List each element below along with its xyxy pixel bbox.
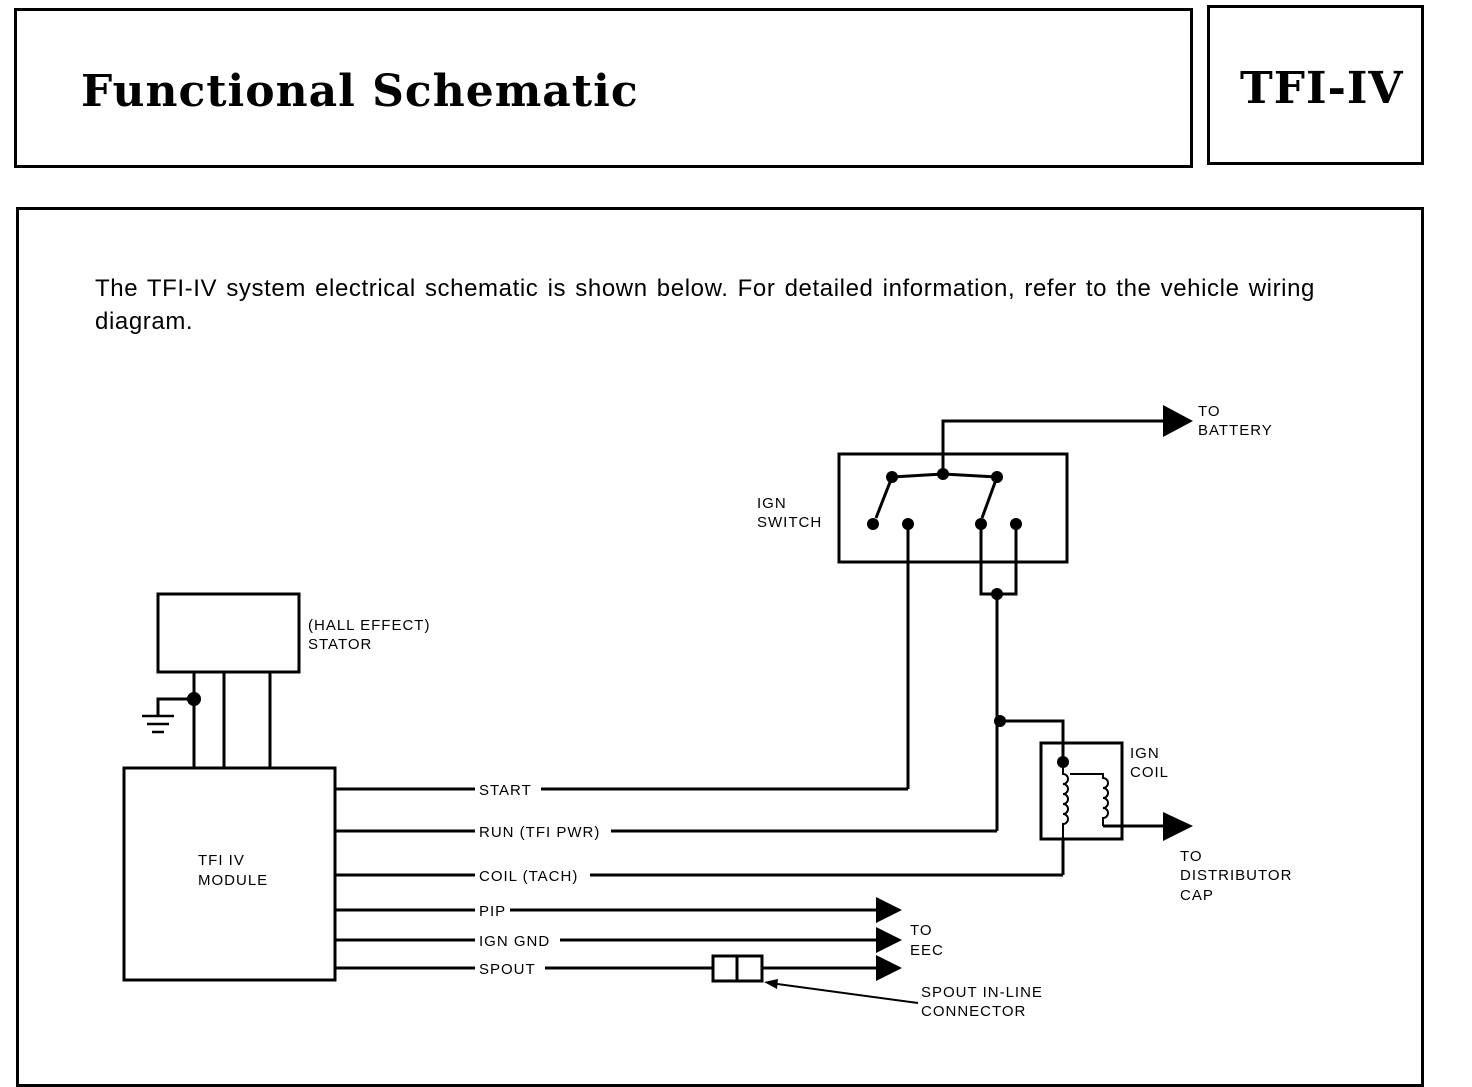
module-label-line2: MODULE: [198, 872, 268, 889]
junction-dots: [187, 468, 1069, 768]
connector-label-line2: CONNECTOR: [921, 1003, 1026, 1020]
junction-dot: [994, 715, 1006, 727]
ign-switch-label-line1: IGN: [757, 495, 787, 512]
coil-label-line2: COIL: [1130, 764, 1169, 781]
switch-contact-right: [942, 472, 998, 479]
junction-dot: [975, 518, 987, 530]
page-title: Functional Schematic: [81, 66, 639, 117]
ground-icon: [142, 714, 174, 734]
switch-contact-left: [891, 472, 944, 479]
pip-arrow-icon: [876, 897, 902, 923]
run-wire-label: RUN (TFI PWR): [479, 824, 600, 841]
page-code: TFI-IV: [1240, 63, 1404, 114]
ign-switch-label-line2: SWITCH: [757, 514, 822, 531]
module-label-line1: TFI IV: [198, 852, 245, 869]
battery-label-line1: TO: [1198, 403, 1221, 420]
junction-dot: [902, 518, 914, 530]
eec-label-line2: EEC: [910, 942, 944, 959]
eec-label-line1: TO: [910, 922, 933, 939]
connector-leader: [769, 982, 919, 1004]
junction-dot: [991, 471, 1003, 483]
distributor-arrow-icon: [1163, 812, 1193, 841]
ign-coil-box: [1039, 741, 1124, 841]
connector-label-line1: SPOUT IN-LINE: [921, 984, 1043, 1001]
coil-label-line1: IGN: [1130, 745, 1160, 762]
ign-switch-box: [837, 452, 1069, 564]
title-box: Functional Schematic: [14, 8, 1193, 168]
content-box: The TFI-IV system electrical schematic i…: [16, 207, 1424, 1087]
junction-dot: [1057, 756, 1069, 768]
pip-wire-label: PIP: [479, 903, 506, 920]
distributor-label-line3: CAP: [1180, 887, 1214, 904]
coil-winding-icon: [1062, 762, 1109, 839]
run-switch-loop: [979, 524, 1018, 596]
junction-dot: [886, 471, 898, 483]
switch-blade-right: [980, 476, 999, 519]
junction-dot: [1010, 518, 1022, 530]
switch-blade-left: [874, 476, 894, 519]
junction-dot: [867, 518, 879, 530]
junction-dot: [937, 468, 949, 480]
stator-label-line1: (HALL EFFECT): [308, 617, 430, 634]
battery-arrow-icon: [1163, 405, 1193, 437]
ground-wire: [156, 697, 194, 716]
spout-arrow-icon: [876, 955, 902, 981]
stator-box: [156, 592, 301, 674]
battery-label-line2: BATTERY: [1198, 422, 1273, 439]
arrowheads: [764, 405, 1193, 989]
ign-gnd-arrow-icon: [876, 927, 902, 953]
junction-dot: [991, 588, 1003, 600]
connector-leader-arrow-icon: [764, 979, 778, 989]
code-box: TFI-IV: [1207, 5, 1424, 165]
start-wire-label: START: [479, 782, 532, 799]
stator-label-line2: STATOR: [308, 636, 372, 653]
coil-wire-label: COIL (TACH): [479, 868, 578, 885]
distributor-label-line2: DISTRIBUTOR: [1180, 867, 1292, 884]
battery-wire: [941, 419, 1168, 474]
coil-feed-wire: [997, 719, 1065, 762]
ign-gnd-wire-label: IGN GND: [479, 933, 550, 950]
junction-dot: [187, 692, 201, 706]
intro-paragraph: The TFI-IV system electrical schematic i…: [95, 275, 1315, 335]
spout-wire-label: SPOUT: [479, 961, 536, 978]
distributor-label-line1: TO: [1180, 848, 1203, 865]
